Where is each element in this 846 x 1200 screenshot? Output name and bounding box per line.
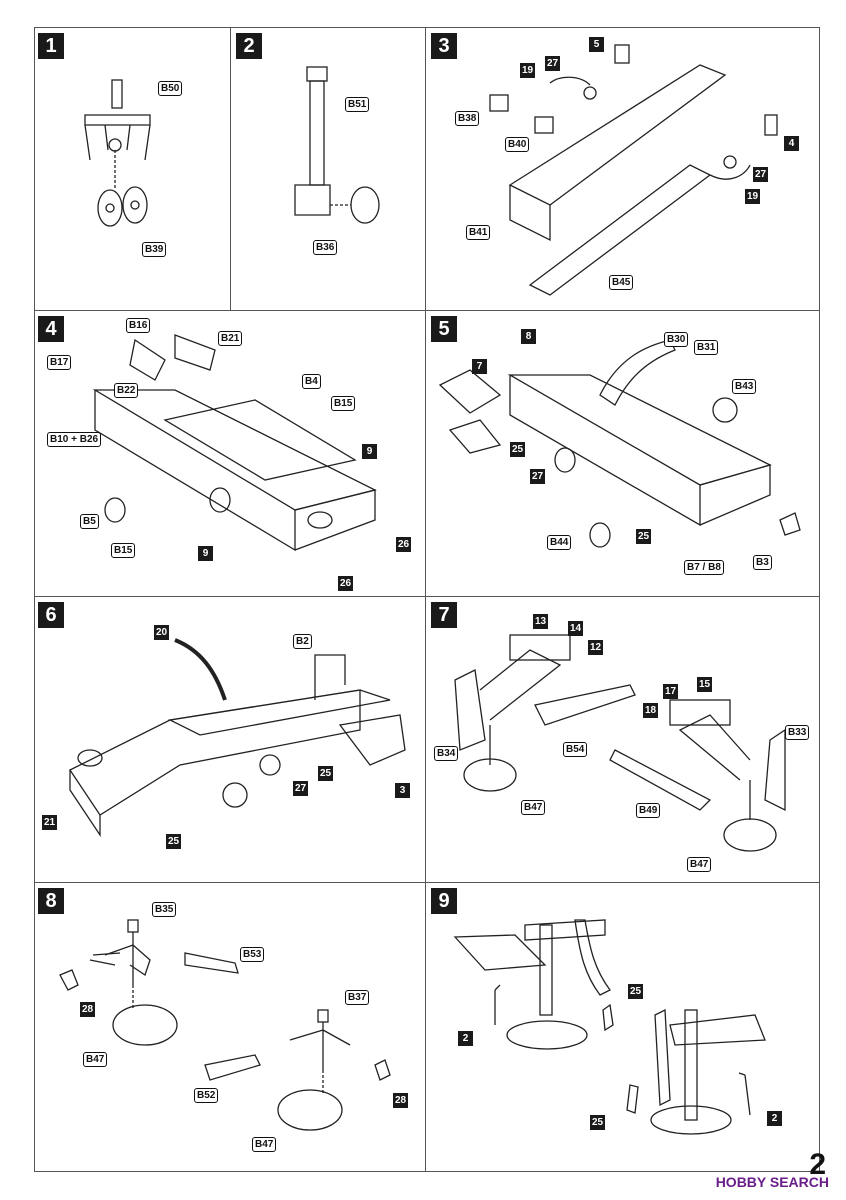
step2-illustration bbox=[294, 66, 380, 224]
part-label: B44 bbox=[547, 535, 572, 550]
part-number: 18 bbox=[643, 703, 658, 718]
divider bbox=[230, 27, 231, 310]
part-label: B37 bbox=[345, 990, 370, 1005]
part-label: B10 + B26 bbox=[47, 432, 102, 447]
part-label: B50 bbox=[158, 81, 183, 96]
part-number: 27 bbox=[530, 469, 545, 484]
part-number: 5 bbox=[589, 37, 604, 52]
part-label: B51 bbox=[345, 97, 370, 112]
part-number: 19 bbox=[520, 63, 535, 78]
part-label: B33 bbox=[785, 725, 810, 740]
part-label: B34 bbox=[434, 746, 459, 761]
page-number: 2 bbox=[809, 1148, 826, 1181]
step-1: 1 bbox=[38, 33, 64, 59]
part-label: B4 bbox=[302, 374, 321, 389]
step5-illustration bbox=[438, 339, 801, 548]
divider bbox=[425, 27, 426, 1172]
part-label: B38 bbox=[455, 111, 480, 126]
part-number: 15 bbox=[697, 677, 712, 692]
part-label: B15 bbox=[331, 396, 356, 411]
part-number: 28 bbox=[80, 1002, 95, 1017]
part-number: 26 bbox=[338, 576, 353, 591]
step6-illustration bbox=[69, 638, 406, 838]
part-label: B36 bbox=[313, 240, 338, 255]
step8-illustration bbox=[59, 919, 391, 1131]
step7-illustration bbox=[454, 634, 786, 852]
part-label: B35 bbox=[152, 902, 177, 917]
step-3: 3 bbox=[431, 33, 457, 59]
part-number: 25 bbox=[318, 766, 333, 781]
part-label: B31 bbox=[694, 340, 719, 355]
part-label: B47 bbox=[83, 1052, 108, 1067]
part-label: B22 bbox=[114, 383, 139, 398]
part-number: 19 bbox=[745, 189, 760, 204]
step-5: 5 bbox=[431, 316, 457, 342]
part-number: 7 bbox=[472, 359, 487, 374]
part-label: B21 bbox=[218, 331, 243, 346]
step9-illustration bbox=[453, 919, 766, 1135]
step-2: 2 bbox=[236, 33, 262, 59]
part-label: B3 bbox=[753, 555, 772, 570]
part-label: B45 bbox=[609, 275, 634, 290]
part-number: 4 bbox=[784, 136, 799, 151]
step-7: 7 bbox=[431, 602, 457, 628]
step4-illustration bbox=[92, 334, 377, 552]
step-8: 8 bbox=[38, 888, 64, 914]
part-label: B17 bbox=[47, 355, 72, 370]
part-label: B15 bbox=[111, 543, 136, 558]
part-label: B47 bbox=[687, 857, 712, 872]
part-label: B54 bbox=[563, 742, 588, 757]
part-label: B52 bbox=[194, 1088, 219, 1103]
part-number: 21 bbox=[42, 815, 57, 830]
part-label: B49 bbox=[636, 803, 661, 818]
divider bbox=[34, 310, 820, 311]
part-label: B40 bbox=[505, 137, 530, 152]
part-number: 14 bbox=[568, 621, 583, 636]
watermark: HOBBY SEARCH bbox=[712, 1174, 832, 1190]
part-label: B41 bbox=[466, 225, 491, 240]
part-number: 27 bbox=[545, 56, 560, 71]
divider bbox=[34, 596, 820, 597]
part-number: 25 bbox=[628, 984, 643, 999]
part-label: B16 bbox=[126, 318, 151, 333]
instruction-frame bbox=[34, 27, 820, 1172]
part-label: B47 bbox=[521, 800, 546, 815]
part-number: 17 bbox=[663, 684, 678, 699]
part-number: 9 bbox=[362, 444, 377, 459]
part-number: 2 bbox=[767, 1111, 782, 1126]
part-number: 2 bbox=[458, 1031, 473, 1046]
part-number: 9 bbox=[198, 546, 213, 561]
step-6: 6 bbox=[38, 602, 64, 628]
part-number: 12 bbox=[588, 640, 603, 655]
part-label: B30 bbox=[664, 332, 689, 347]
part-number: 27 bbox=[293, 781, 308, 796]
part-number: 28 bbox=[393, 1093, 408, 1108]
part-number: 8 bbox=[521, 329, 536, 344]
part-number: 25 bbox=[636, 529, 651, 544]
part-label: B5 bbox=[80, 514, 99, 529]
part-number: 25 bbox=[166, 834, 181, 849]
part-label: B2 bbox=[293, 634, 312, 649]
part-number: 26 bbox=[396, 537, 411, 552]
step-9: 9 bbox=[431, 888, 457, 914]
part-number: 20 bbox=[154, 625, 169, 640]
part-number: 27 bbox=[753, 167, 768, 182]
part-number: 25 bbox=[590, 1115, 605, 1130]
part-label: B47 bbox=[252, 1137, 277, 1152]
part-number: 13 bbox=[533, 614, 548, 629]
part-number: 3 bbox=[395, 783, 410, 798]
part-label: B53 bbox=[240, 947, 265, 962]
step3-illustration bbox=[489, 44, 778, 296]
part-label: B43 bbox=[732, 379, 757, 394]
step1-illustration bbox=[84, 79, 151, 227]
step-4: 4 bbox=[38, 316, 64, 342]
part-label: B7 / B8 bbox=[684, 560, 724, 575]
divider bbox=[34, 882, 820, 883]
part-label: B39 bbox=[142, 242, 167, 257]
part-number: 25 bbox=[510, 442, 525, 457]
